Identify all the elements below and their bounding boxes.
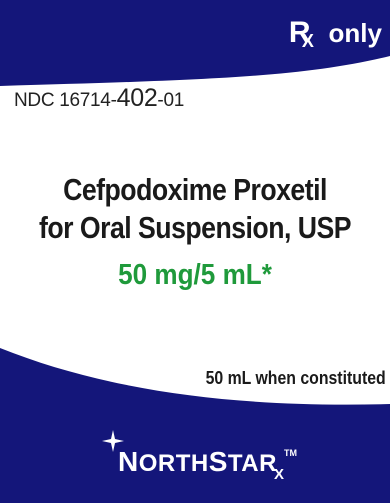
rx-only-badge: R X only	[288, 16, 382, 51]
top-band	[0, 0, 390, 86]
ndc-prefix: NDC 16714-	[14, 90, 117, 111]
star-icon	[102, 430, 124, 452]
brand-wordmark: NORTHSTAR	[118, 448, 277, 478]
rx-symbol: R X	[288, 16, 314, 51]
rx-subscript: X	[301, 31, 314, 51]
trademark-mark: TM	[284, 448, 297, 458]
bottom-band	[0, 348, 390, 503]
brand-n: N	[118, 446, 139, 477]
product-strength: 50 mg/5 mL*	[118, 259, 272, 291]
brand-tar: TAR	[227, 450, 277, 477]
rx-only-text: only	[328, 18, 382, 48]
brand-orth: ORTH	[138, 450, 209, 477]
brand-rx-x: X	[274, 466, 285, 483]
product-name-line2: for Oral Suspension, USP	[38, 210, 352, 245]
northstar-logo: NORTHSTAR TM X	[100, 430, 300, 486]
product-name-line1: Cefpodoxime Proxetil	[63, 172, 327, 207]
volume-note: 50 mL when constituted	[205, 368, 386, 388]
brand-s: S	[208, 446, 228, 477]
rx-letter: R	[288, 16, 311, 49]
ndc-product-code: 402	[116, 84, 158, 112]
ndc-suffix: -01	[157, 90, 184, 111]
ndc-number: NDC 16714-402-01	[14, 84, 184, 113]
